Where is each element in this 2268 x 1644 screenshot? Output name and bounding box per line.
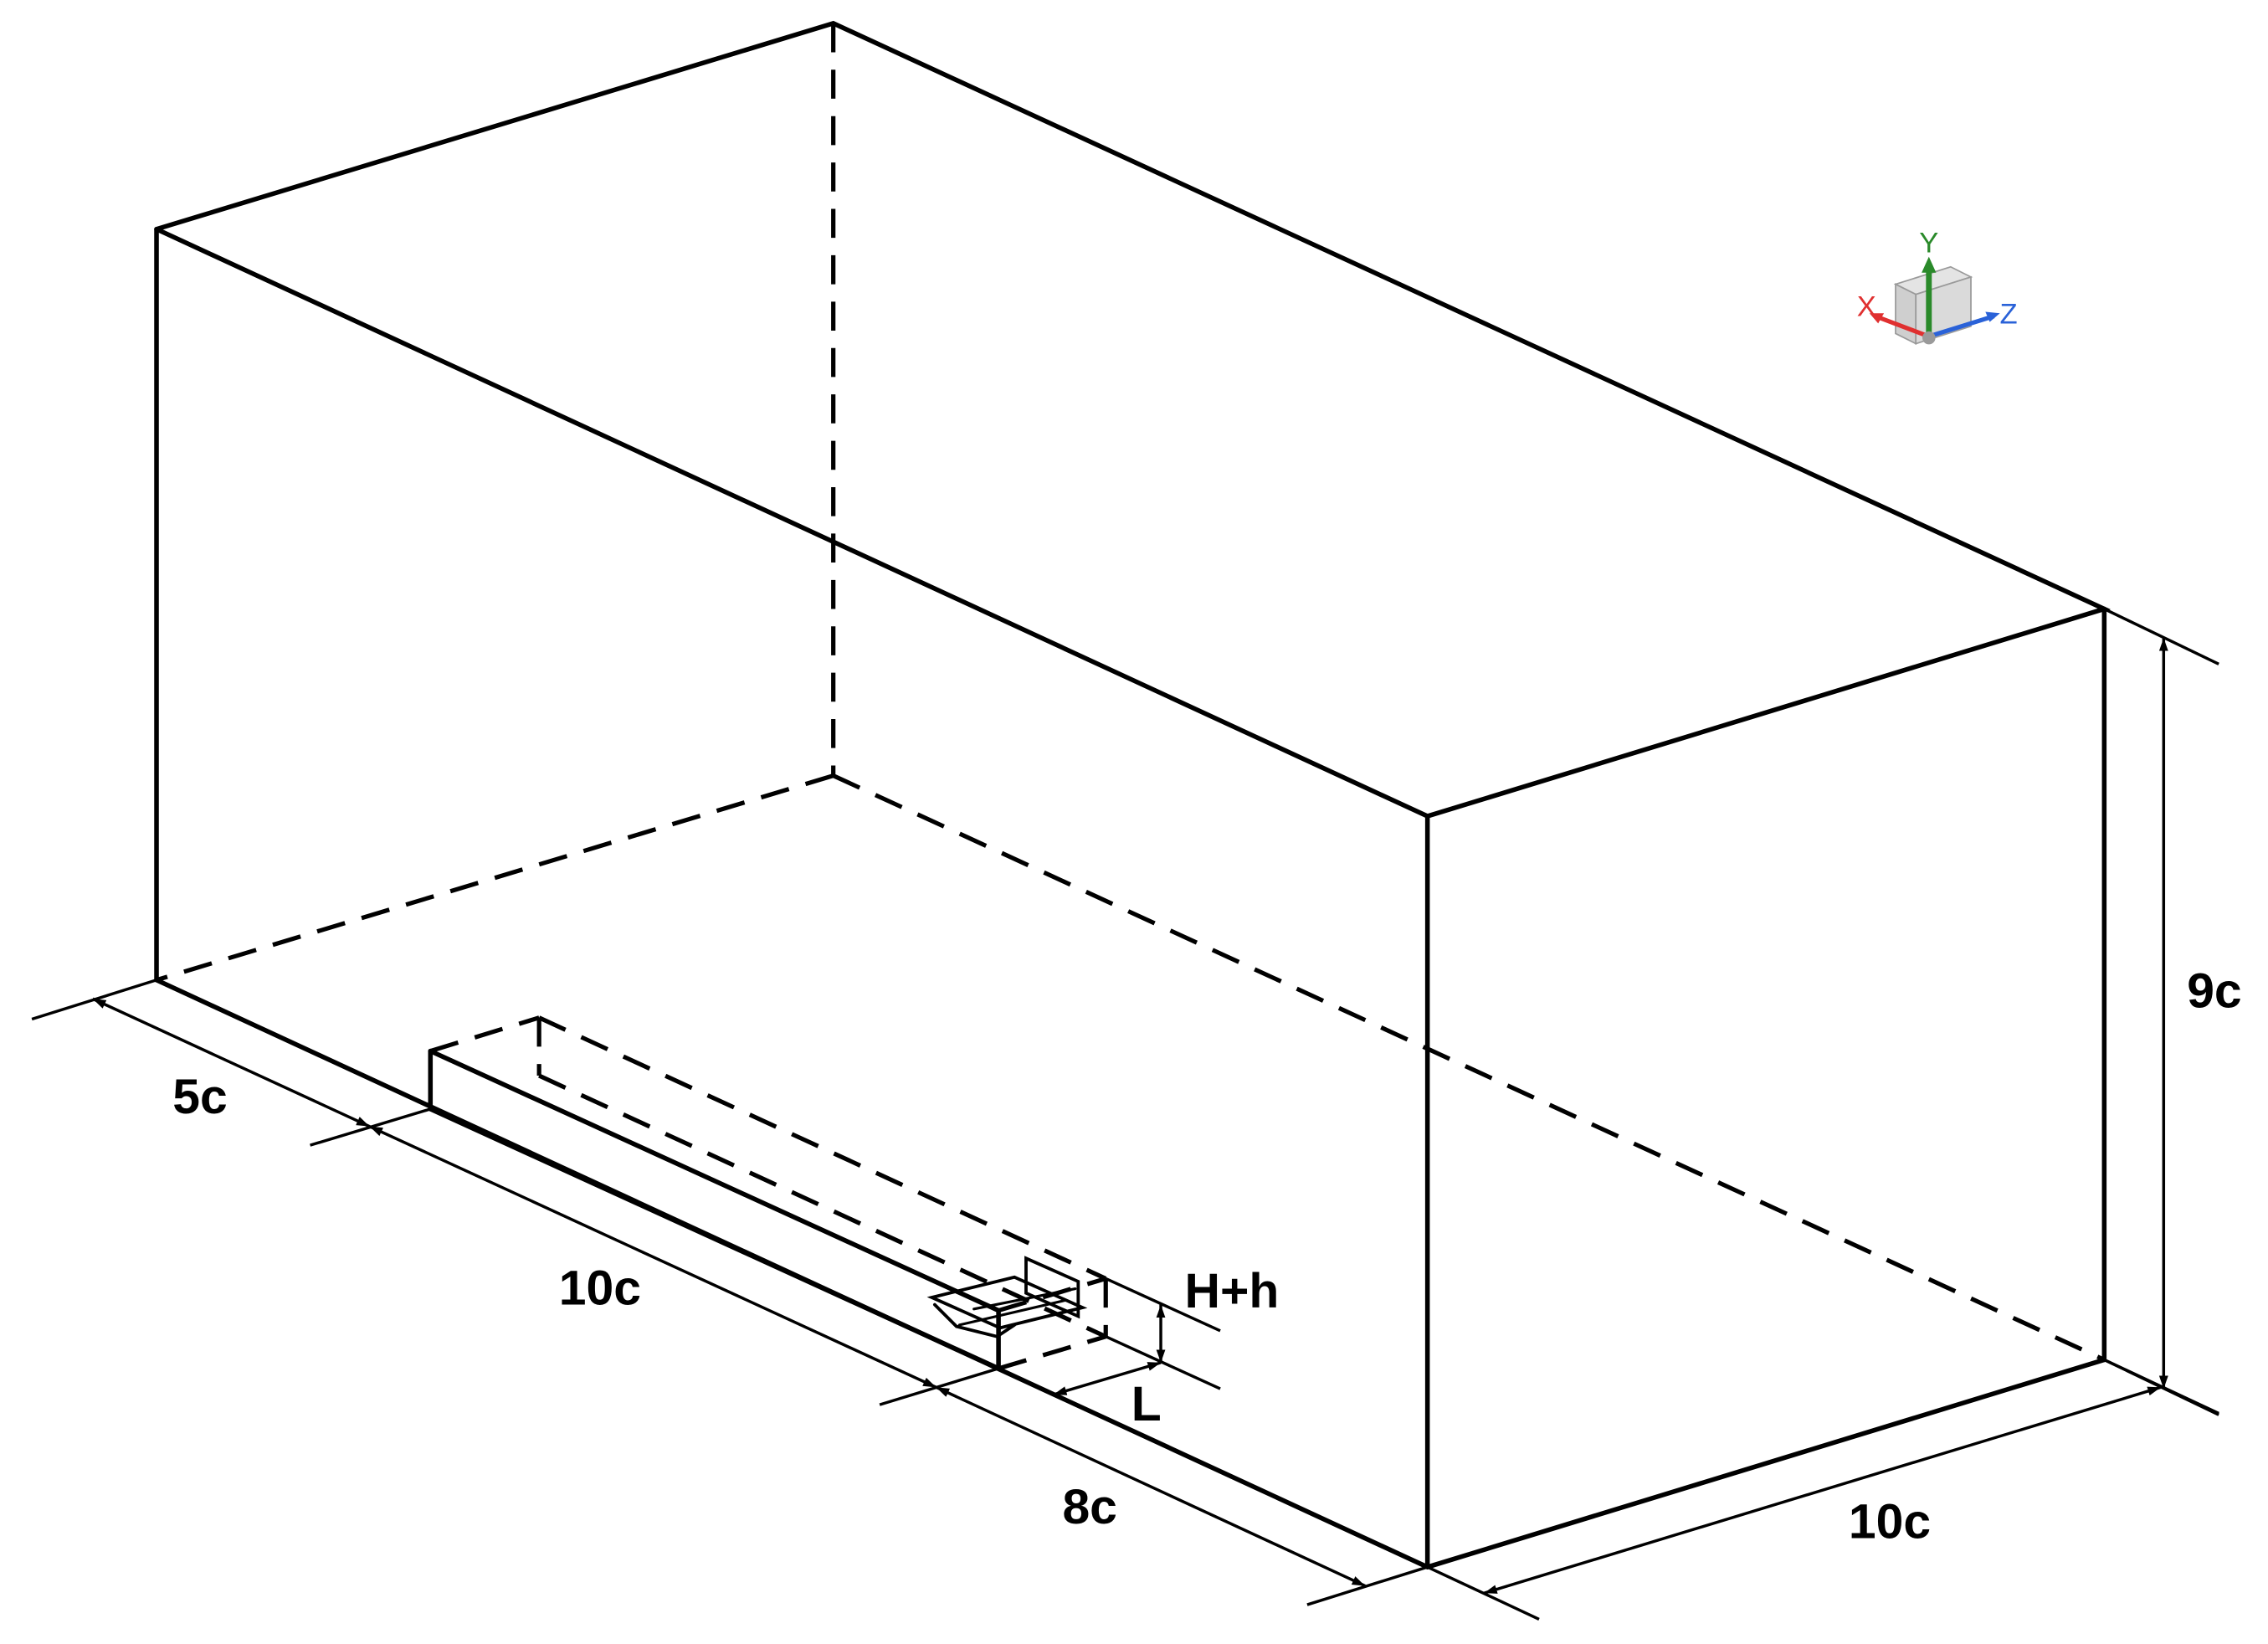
x-axis-arrow-icon bbox=[1869, 313, 1930, 339]
axis-label-y: Y bbox=[1919, 227, 1938, 259]
label-inner-length: 10c bbox=[559, 1261, 641, 1316]
label-length: L bbox=[1131, 1377, 1162, 1431]
label-upstream: 5c bbox=[172, 1070, 227, 1124]
triad-cube-icon bbox=[1893, 265, 1973, 345]
z-axis-arrow-icon bbox=[1928, 311, 2000, 339]
axis-label-z: Z bbox=[1999, 298, 2017, 330]
dimension-downstream: 8c bbox=[935, 1385, 1429, 1606]
domain-hidden-edges bbox=[156, 23, 2106, 1362]
refinement-box bbox=[428, 1015, 1108, 1371]
label-width: 10c bbox=[1849, 1494, 1931, 1549]
dimension-width: 10c bbox=[1426, 1358, 2219, 1621]
label-gap: H+h bbox=[1184, 1264, 1279, 1318]
label-downstream: 8c bbox=[1062, 1480, 1116, 1534]
orientation-triad: X Y Z bbox=[1857, 227, 2018, 345]
axis-label-x: X bbox=[1857, 291, 1876, 323]
domain-box bbox=[154, 20, 2111, 1570]
y-axis-arrow-icon bbox=[1922, 256, 1937, 337]
dimension-gap: H+h bbox=[1105, 1264, 1279, 1390]
dimension-length: L bbox=[1053, 1361, 1162, 1431]
dimension-upstream: 5c bbox=[31, 979, 431, 1147]
wing-model bbox=[926, 1256, 1088, 1338]
label-height: 9c bbox=[2187, 964, 2241, 1019]
triad-origin-icon bbox=[1922, 331, 1936, 345]
dimension-height: 9c bbox=[2103, 607, 2242, 1416]
dimension-inner-length: 10c bbox=[368, 1125, 999, 1406]
